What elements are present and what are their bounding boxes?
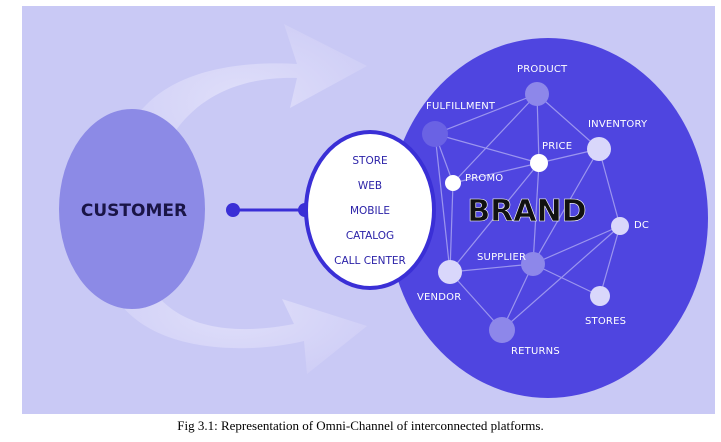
customer-label: CUSTOMER xyxy=(81,201,187,221)
channel-catalog: CATALOG xyxy=(346,230,394,242)
channels-ellipse xyxy=(304,130,436,290)
label-supplier: SUPPLIER xyxy=(477,252,526,263)
node-dc xyxy=(611,217,629,235)
label-fulfillment: FULFILLMENT xyxy=(426,101,496,112)
brand-circle xyxy=(388,38,708,398)
node-price xyxy=(530,154,548,172)
diagram-canvas: CUSTOMER STORE WEB MOBILE CATALOG CALL C… xyxy=(59,24,708,398)
label-price: PRICE xyxy=(542,141,572,152)
top-border-line xyxy=(40,0,340,3)
label-vendor: VENDOR xyxy=(417,292,461,303)
label-returns: RETURNS xyxy=(511,346,560,357)
label-dc: DC xyxy=(634,220,649,231)
label-product: PRODUCT xyxy=(517,64,568,75)
node-returns xyxy=(489,317,515,343)
figure-caption: Fig 3.1: Representation of Omni-Channel … xyxy=(177,418,544,433)
brand-label: BRAND xyxy=(467,194,586,229)
channel-call-center: CALL CENTER xyxy=(334,255,406,267)
label-promo: PROMO xyxy=(465,173,503,184)
channel-web: WEB xyxy=(358,180,382,192)
node-supplier xyxy=(521,252,545,276)
customer-circle xyxy=(59,109,205,309)
label-inventory: INVENTORY xyxy=(588,119,648,130)
channel-mobile: MOBILE xyxy=(350,205,390,217)
node-fulfillment xyxy=(422,121,448,147)
node-product xyxy=(525,82,549,106)
connector-dot-left xyxy=(226,203,240,217)
node-promo xyxy=(445,175,461,191)
node-stores xyxy=(590,286,610,306)
node-inventory xyxy=(587,137,611,161)
label-stores: STORES xyxy=(585,316,626,327)
omni-channel-diagram: CUSTOMER STORE WEB MOBILE CATALOG CALL C… xyxy=(22,6,715,414)
upper-arrow xyxy=(117,24,367,181)
node-vendor xyxy=(438,260,462,284)
channel-store: STORE xyxy=(352,155,387,167)
